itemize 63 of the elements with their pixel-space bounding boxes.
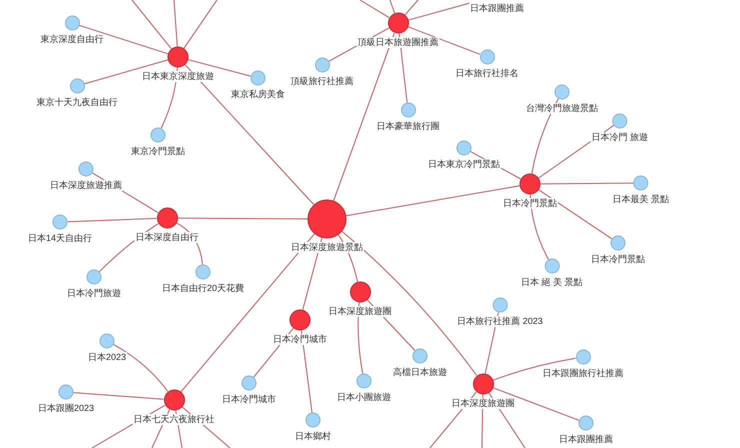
node-label: 日本旅行社推薦 2023 <box>456 316 544 327</box>
link-line <box>183 0 218 49</box>
link-line <box>407 26 480 55</box>
link-line <box>360 0 390 18</box>
node-label: 東京私房美食 <box>230 89 286 100</box>
node-label: 日本深度自由行 <box>134 232 200 243</box>
link-line <box>398 32 408 103</box>
link-line <box>180 233 315 392</box>
link-line <box>346 185 520 216</box>
link-line <box>408 2 471 21</box>
node-label: 日本深度旅遊推薦 <box>49 180 123 191</box>
link-line <box>73 392 164 400</box>
node-label: 日本2023 <box>86 352 128 363</box>
node-label: 日本東京深度旅遊 <box>141 71 215 82</box>
link-line <box>132 0 172 50</box>
node-label: 日本小團旅遊 <box>336 392 392 403</box>
node-label: 日本14天自由行 <box>27 233 93 244</box>
node-label: 日本東京冷門景點 <box>427 159 501 170</box>
node-label: 頂級日本旅遊團推薦 <box>356 37 440 48</box>
node-label: 日本冷門城市 <box>221 394 277 405</box>
link-line <box>84 59 168 84</box>
link-line <box>538 189 612 240</box>
link-line <box>67 218 157 222</box>
link-line <box>113 344 168 392</box>
link-line <box>358 302 364 374</box>
node-label: 日本七天六夜旅行社 <box>132 414 216 425</box>
node-label: 日本鄉村 <box>294 431 332 442</box>
link-line <box>404 0 418 16</box>
link-line <box>390 0 396 14</box>
node-label: 日本冷門景點 <box>590 254 646 265</box>
node-label: 日本冷門景點 <box>502 198 558 209</box>
node-label: 日本深度旅遊景點 <box>290 242 364 253</box>
node-label: 日本冷門旅遊 <box>66 288 122 299</box>
link-line <box>184 64 314 206</box>
node-label: 東京十天九夜自由行 <box>36 97 118 108</box>
link-line <box>333 32 395 202</box>
link-line <box>492 387 580 421</box>
node-label: 日本跟團旅行社推薦 <box>542 368 624 379</box>
node-label: 日本深度旅遊團 <box>328 306 392 317</box>
node-label: 日本自由行20天花費 <box>161 283 245 294</box>
node-label: 日本旅行社排名 <box>454 68 520 79</box>
link-line <box>300 330 312 414</box>
node-label: 日本最美 景點 <box>612 194 670 205</box>
node-label: 日本深度旅遊團 <box>450 398 516 409</box>
node-label: 日本跟團推薦 <box>469 2 525 14</box>
link-line <box>177 218 308 220</box>
node-label: 日本跟團推薦 <box>558 434 614 445</box>
node-label: 台灣冷門旅遊景點 <box>525 103 599 114</box>
link-line <box>174 0 178 47</box>
link-line <box>188 59 252 77</box>
node-label: 東京深度自由行 <box>40 34 104 45</box>
node-label: 日本 絕 美 景點 <box>520 277 584 288</box>
node-label: 頂級旅行社推薦 <box>290 76 354 87</box>
link-line <box>78 24 168 54</box>
link-line <box>540 182 634 184</box>
node-label: 日本跟團2023 <box>36 403 96 414</box>
node-label: 日本冷門城市 <box>272 334 328 345</box>
node-label: 高檔日本旅遊 <box>392 367 448 378</box>
link-line <box>342 230 478 376</box>
node-label: 東京冷門景點 <box>130 146 186 157</box>
node-label: 日本豪華旅行團 <box>376 121 440 132</box>
link-line <box>492 358 576 381</box>
node-label: 日本冷門 旅遊 <box>590 132 650 143</box>
